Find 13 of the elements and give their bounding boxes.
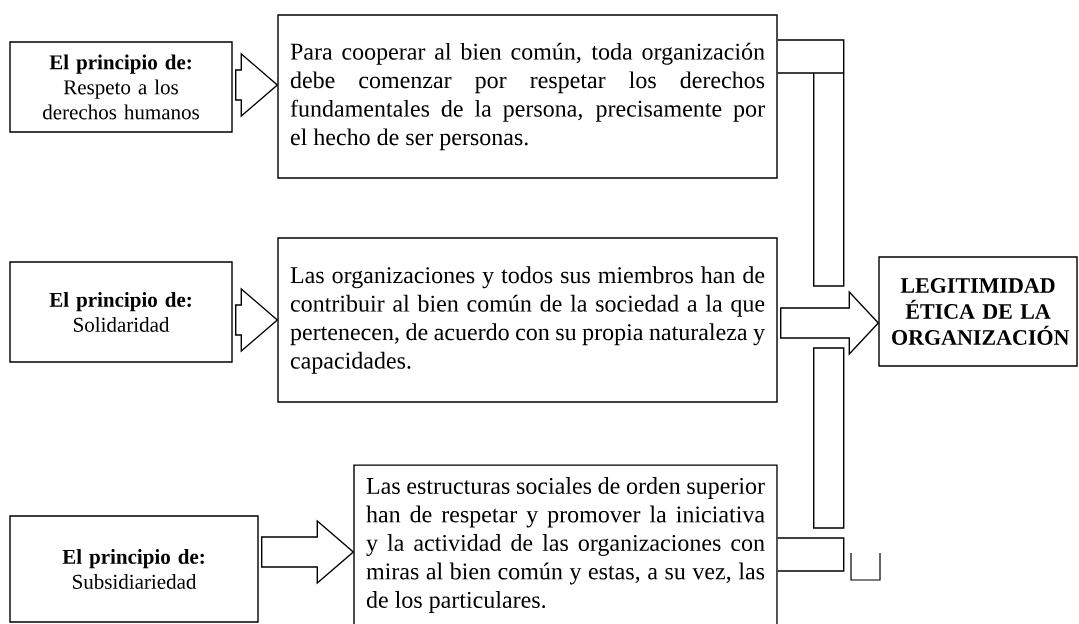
result-box: LEGITIMIDAD ÉTICA DE LA ORGANIZACIÓN	[878, 256, 1078, 367]
principle-box: El principio de: Respeto a los derechos humanos	[9, 41, 233, 133]
block-arrow	[261, 519, 355, 585]
block-arrow	[235, 287, 279, 353]
bracket-channel	[777, 347, 845, 572]
description-box: Para cooperar al bien común, toda organización debe comenzar por respetar los derechos fundamentales de la persona, precisamente por el hecho de ser personas.	[277, 14, 778, 179]
bracket-channel	[777, 39, 845, 287]
block-arrow	[235, 52, 279, 118]
description-box: Las organizaciones y todos sus miembros han de contribuir al bien común de la sociedad a la que pertenecen, de acuerdo con su propia naturaleza y capacidades.	[277, 237, 778, 403]
principle-box: El principio de: Solidaridad	[9, 261, 233, 363]
description-box: Las estructuras sociales de orden superior han de respetar y promover la iniciativa y la actividad de las organizaciones con miras al bien común y estas, a su vez, las de los particulares.	[353, 464, 778, 624]
block-arrow	[780, 290, 880, 356]
principle-box: El principio de: Subsidiariedad	[9, 515, 259, 623]
